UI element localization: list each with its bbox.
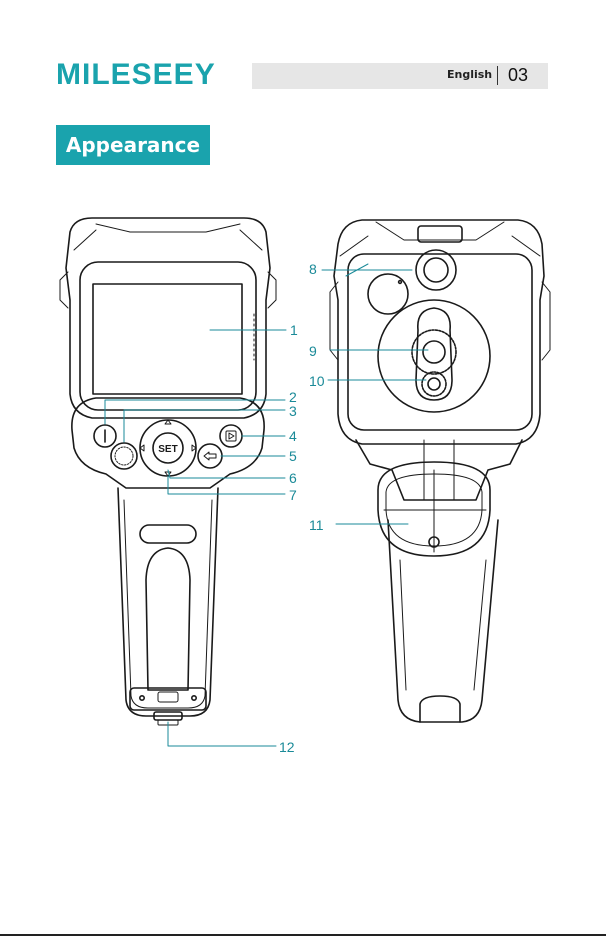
callout-6: 6 <box>289 470 297 486</box>
callout-8: 8 <box>309 261 317 277</box>
back-view <box>330 220 550 722</box>
callout-12: 12 <box>279 739 295 755</box>
callout-10: 10 <box>309 373 325 389</box>
callout-11: 11 <box>309 517 324 533</box>
callout-1: 1 <box>290 322 298 338</box>
callout-5: 5 <box>289 448 297 464</box>
callout-3: 3 <box>289 403 297 419</box>
callout-4: 4 <box>289 428 297 444</box>
callout-9: 9 <box>309 343 317 359</box>
callout-7: 7 <box>289 487 297 503</box>
set-button-label: SET <box>158 444 177 455</box>
